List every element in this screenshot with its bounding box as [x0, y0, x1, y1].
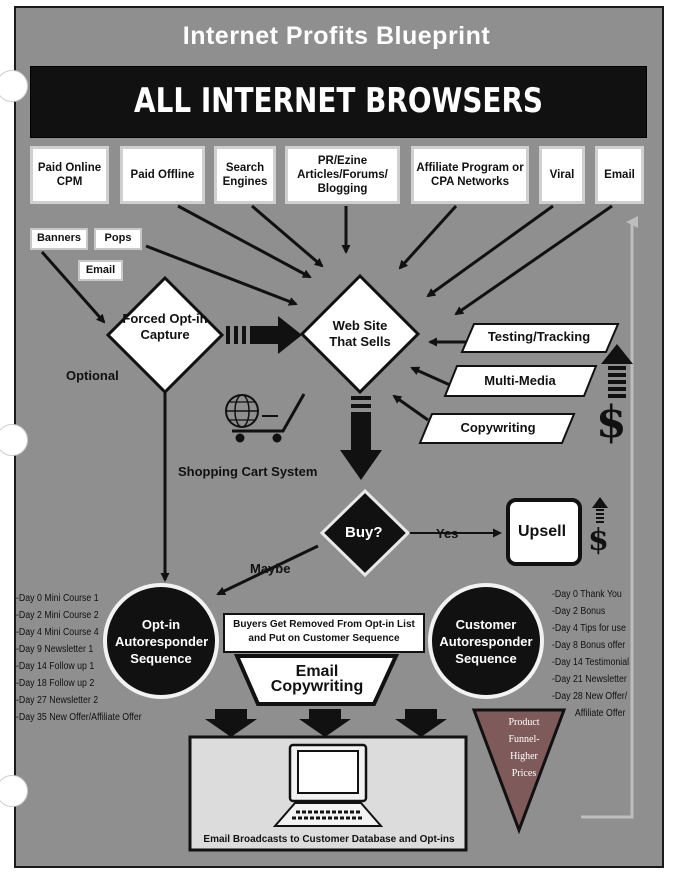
upsell-up-arrow: [592, 497, 608, 523]
list-item: -Day 27 Newsletter 2: [16, 695, 99, 706]
browsers-banner-text: ALL INTERNET BROWSERS: [133, 81, 544, 121]
upsell-label: Upsell: [518, 523, 567, 540]
list-item: -Day 2 Mini Course 2: [16, 610, 99, 621]
arrow-banners: [40, 251, 106, 324]
source-search-engines: Search Engines: [214, 146, 276, 204]
dollar-sign: $: [596, 397, 627, 448]
website-label: Web Site That Sells: [329, 318, 391, 349]
email-copywriting-box: [233, 654, 400, 706]
source-viral: Viral: [539, 146, 585, 204]
list-item: -Day 2 Bonus: [552, 606, 606, 617]
maybe-label: Maybe: [250, 561, 291, 576]
optin-autoresponder-label: Opt-in Autoresponder Sequence: [115, 616, 209, 666]
copywriting-box: [418, 413, 576, 444]
traffic-arrows: [40, 204, 613, 596]
customer-autoresponder-circle: Customer Autoresponder Sequence: [428, 583, 544, 699]
shopping-cart-label: Shopping Cart System: [178, 464, 318, 479]
list-item: -Day 4 Mini Course 4: [16, 627, 99, 638]
broadcast-label: Email Broadcasts to Customer Database an…: [203, 834, 455, 845]
list-item: -Day 14 Testimonial: [552, 657, 630, 668]
optin-autoresponder-circle: Opt-in Autoresponder Sequence: [103, 583, 219, 699]
pops-box: Pops: [94, 228, 142, 250]
list-item: -Day 14 Follow up 1: [16, 661, 95, 672]
testing-tracking-label: Testing/Tracking: [487, 329, 591, 344]
source-pr-ezine: PR/Ezine Articles/Forums/ Blogging: [285, 146, 400, 204]
computer-icon: [272, 743, 384, 827]
arrow-copywriting: [392, 394, 429, 422]
list-item: -Day 21 Newsletter: [552, 674, 627, 685]
banners-box: Banners: [30, 228, 88, 250]
binder-hole-middle: [0, 424, 28, 456]
page-title: Internet Profits Blueprint: [182, 22, 491, 50]
return-arrow-line: [581, 216, 638, 819]
list-item: -Day 28 New Offer/: [552, 691, 628, 702]
list-item: -Day 9 Newsletter 1: [16, 644, 94, 655]
arrow-pops: [145, 244, 298, 306]
multimedia-box: [443, 365, 598, 397]
browsers-banner: ALL INTERNET BROWSERS: [30, 66, 647, 138]
product-funnel-triangle: [471, 708, 567, 835]
forced-optin-diamond: [105, 275, 225, 395]
optin-to-website-arrow: [226, 316, 302, 354]
email-small-box: Email: [78, 260, 123, 281]
arrow-search-engines: [251, 204, 324, 268]
upsell-dollar-sign: $: [588, 523, 609, 558]
list-item: -Day 18 Follow up 2: [16, 678, 95, 689]
shopping-cart-icon: [225, 393, 306, 443]
website-diamond: [299, 273, 421, 395]
customer-autoresponder-label: Customer Autoresponder Sequence: [439, 616, 533, 666]
arrow-affiliate: [398, 204, 458, 270]
binder-hole-bottom: [0, 775, 28, 807]
buy-label: Buy?: [345, 524, 383, 541]
source-paid-offline: Paid Offline: [120, 146, 205, 204]
buyers-note-label: Buyers Get Removed From Opt-in List and …: [233, 619, 415, 644]
buy-diamond: [319, 488, 411, 578]
binder-hole-top: [0, 70, 28, 102]
source-affiliate: Affiliate Program or CPA Networks: [411, 146, 529, 204]
arrow-multimedia: [410, 366, 451, 387]
list-item: -Day 8 Bonus offer: [552, 640, 626, 651]
list-item: -Day 4 Tips for use: [552, 623, 626, 634]
email-copywriting-label: Email Copywriting: [270, 663, 364, 695]
list-item: Affiliate Offer: [574, 708, 626, 719]
funnel-line: Higher: [510, 751, 538, 762]
optin-sequence-list: -Day 0 Mini Course 1 -Day 2 Mini Course …: [16, 590, 142, 726]
upsell-box: [506, 498, 582, 566]
list-item: -Day 35 New Offer/Affiliate Offer: [16, 712, 142, 723]
list-item: -Day 0 Thank You: [552, 589, 622, 600]
source-paid-online-cpm: Paid Online CPM: [30, 146, 109, 204]
broadcast-arrows: [205, 709, 447, 737]
copywriting-label: Copywriting: [460, 420, 536, 435]
list-item: -Day 0 Mini Course 1: [16, 593, 99, 604]
multimedia-label: Multi-Media: [484, 373, 556, 388]
arrow-email: [454, 204, 613, 316]
funnel-line: Product: [508, 717, 540, 728]
yes-label: Yes: [436, 526, 459, 541]
funnel-line: Funnel-: [508, 734, 540, 745]
arrow-maybe: [216, 544, 319, 596]
customer-sequence-list: -Day 0 Thank You -Day 2 Bonus -Day 4 Tip…: [552, 586, 629, 722]
forced-optin-label: Forced Opt-in Capture: [122, 311, 208, 342]
funnel-line: Prices: [511, 768, 537, 779]
arrow-viral: [426, 204, 554, 298]
arrow-paid-offline: [177, 204, 312, 279]
website-to-buy-arrow: [340, 396, 382, 480]
growth-up-arrow: [601, 344, 633, 398]
source-email: Email: [595, 146, 644, 204]
funnel-text: Product Funnel- Higher Prices: [504, 714, 544, 782]
testing-tracking-box: [460, 323, 620, 353]
buyers-note-box: [223, 613, 425, 653]
optional-label: Optional: [66, 368, 119, 383]
